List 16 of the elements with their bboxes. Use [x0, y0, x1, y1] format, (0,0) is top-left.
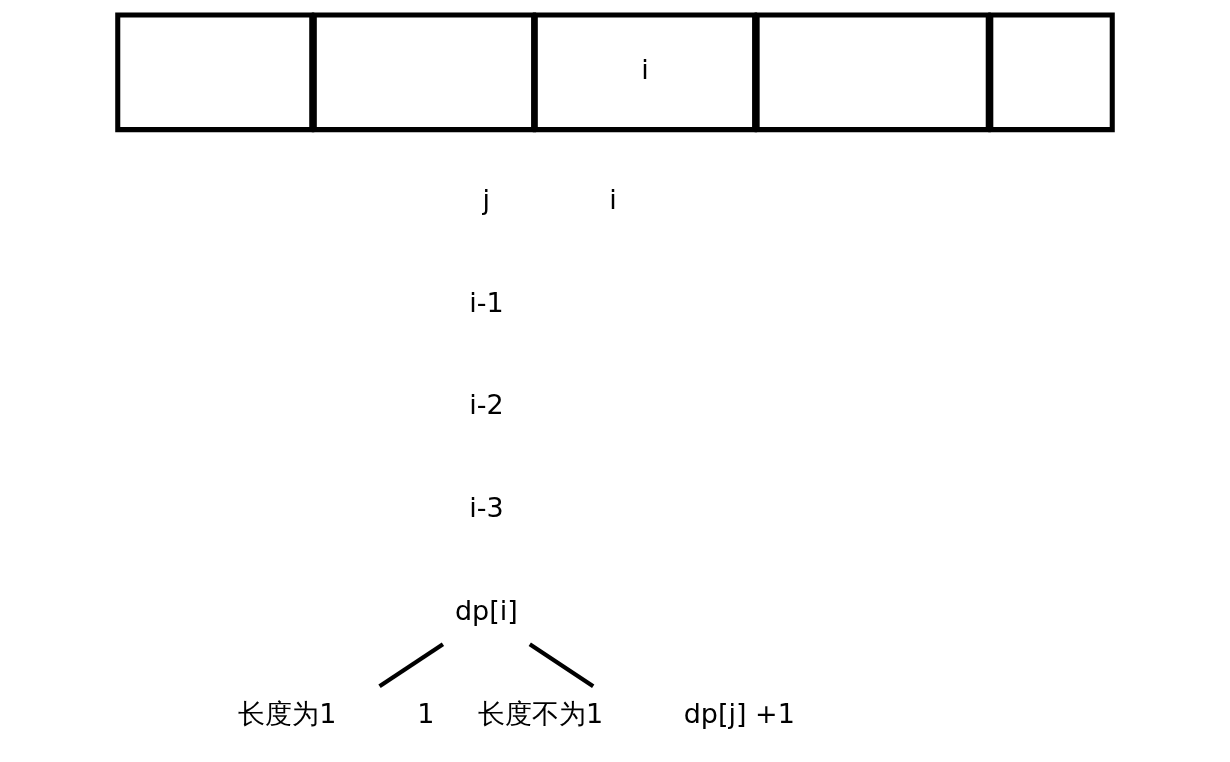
node-box: i	[532, 12, 758, 133]
connector	[378, 642, 445, 689]
label: j	[482, 183, 491, 215]
node-box	[115, 12, 315, 133]
label: i-2	[469, 389, 504, 421]
node-text: 长度不为1	[477, 698, 604, 730]
label: i-1	[469, 286, 504, 318]
label: i-3	[469, 492, 504, 524]
node-text: 长度为1	[238, 698, 337, 730]
label: i	[609, 183, 617, 215]
connector	[528, 642, 595, 689]
node-box	[754, 12, 991, 133]
node-text: dp[i]	[454, 595, 518, 627]
node-label: 1	[417, 698, 435, 730]
node-label: dp[j] +1	[683, 698, 795, 730]
node-box	[988, 12, 1115, 133]
